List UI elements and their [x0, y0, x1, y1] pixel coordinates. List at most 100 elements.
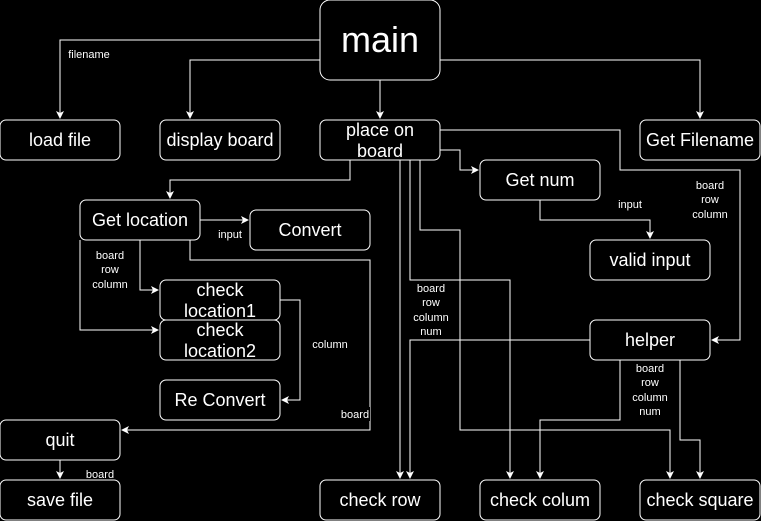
edge-label-board-save: board — [86, 469, 114, 481]
edge-label-bg — [82, 468, 118, 482]
node-check-location2-label-line1: check — [196, 320, 244, 340]
edge-helper-check-row — [406, 339, 590, 479]
node-place-on-board[interactable]: place on board — [319, 119, 441, 161]
node-helper-box — [589, 319, 711, 361]
edge-label-line: row — [422, 297, 440, 309]
node-check-location2-label-line2: location2 — [184, 341, 256, 361]
edge-main-display-board — [186, 59, 320, 119]
edge-label-filename: filename — [68, 49, 110, 61]
edge-label-line: row — [101, 264, 119, 276]
node-check-row-box — [319, 479, 441, 521]
node-check-square[interactable]: check square — [639, 479, 761, 521]
edge-label-line: board — [636, 363, 664, 375]
edges — [56, 39, 741, 479]
node-load-file-label: load file — [29, 130, 91, 150]
edge-label-input-convert: input — [218, 229, 242, 241]
edge-label-board-row-column-helper: board row column — [692, 180, 727, 221]
node-get-num[interactable]: Get num — [479, 159, 601, 201]
node-check-row[interactable]: check row — [319, 479, 441, 521]
node-save-file[interactable]: save file — [0, 479, 121, 521]
node-check-location1-label-line1: check — [196, 280, 244, 300]
node-valid-input[interactable]: valid input — [589, 239, 711, 281]
edge-label-column: column — [312, 339, 347, 351]
node-quit[interactable]: quit — [0, 419, 121, 461]
node-main[interactable]: main — [319, 0, 441, 81]
node-main-label: main — [341, 19, 419, 60]
node-helper[interactable]: helper — [589, 319, 711, 361]
edge-label-line: row — [641, 377, 659, 389]
edge-main-load-file — [56, 39, 320, 119]
node-get-filename-label: Get Filename — [646, 130, 754, 150]
edge-helper-check-colum — [536, 360, 621, 479]
edge-label-line: board — [417, 283, 445, 295]
edge-label-line: num — [420, 326, 441, 338]
node-check-location1-label-line2: location1 — [184, 301, 256, 321]
node-save-file-label: save file — [27, 490, 93, 510]
node-get-num-box — [479, 159, 601, 201]
edge-label-line: num — [639, 406, 660, 418]
edge-label-bg — [410, 282, 452, 337]
edge-label-bg — [214, 227, 246, 241]
edge-get-location-quit — [121, 240, 371, 434]
edge-get-location-check-location1 — [139, 240, 159, 294]
edge-get-location-check-location2 — [79, 240, 159, 334]
edge-label-line: column — [632, 392, 667, 404]
node-get-location-box — [79, 199, 201, 241]
edge-get-num-valid-input — [539, 200, 654, 239]
node-re-convert-box — [159, 379, 281, 421]
edge-label-board-row-column-location: board row column — [92, 250, 127, 291]
node-check-square-box — [639, 479, 761, 521]
node-convert[interactable]: Convert — [249, 209, 371, 251]
node-display-board-label: display board — [166, 130, 273, 150]
node-convert-box — [249, 209, 371, 251]
edge-label-bg — [88, 248, 134, 292]
node-convert-label: Convert — [278, 220, 341, 240]
edge-label-line: board — [696, 180, 724, 192]
node-check-colum[interactable]: check colum — [479, 479, 601, 521]
node-check-location2[interactable]: check location2 — [159, 319, 281, 361]
node-re-convert[interactable]: Re Convert — [159, 379, 281, 421]
node-valid-input-box — [589, 239, 711, 281]
node-check-location1[interactable]: check location1 — [159, 279, 281, 321]
edge-label-bg — [628, 362, 672, 418]
edge-main-get-filename — [440, 59, 704, 119]
edge-helper-check-square — [679, 360, 704, 479]
node-helper-label: helper — [625, 330, 675, 350]
edge-label-line: column — [92, 279, 127, 291]
node-display-board[interactable]: display board — [159, 119, 281, 161]
edge-label-board-row-column-num: board row column num — [413, 283, 448, 338]
node-display-board-box — [159, 119, 281, 161]
edge-label-line: column — [413, 312, 448, 324]
node-main-box — [319, 0, 441, 81]
edge-place-get-location — [166, 160, 351, 199]
edge-label-helper-out: board row column num — [632, 363, 667, 418]
node-valid-input-label: valid input — [609, 250, 690, 270]
node-check-colum-box — [479, 479, 601, 521]
node-load-file[interactable]: load file — [0, 119, 121, 161]
node-place-on-board-label-line2: board — [357, 141, 403, 161]
node-quit-label: quit — [45, 430, 74, 450]
edge-check-location1-re-convert — [280, 299, 301, 404]
node-get-num-label: Get num — [505, 170, 574, 190]
node-save-file-box — [0, 479, 121, 521]
node-place-on-board-label-line1: place on — [346, 120, 414, 140]
node-get-location[interactable]: Get location — [79, 199, 201, 241]
edge-label-input-get-num: input — [618, 199, 642, 211]
edge-label-bg — [336, 407, 370, 421]
node-quit-box — [0, 419, 121, 461]
node-get-filename-box — [639, 119, 761, 161]
edge-label-line: row — [701, 194, 719, 206]
node-check-colum-label: check colum — [490, 490, 590, 510]
edge-label-line: column — [692, 209, 727, 221]
node-check-row-label: check row — [339, 490, 421, 510]
node-check-square-label: check square — [646, 490, 753, 510]
node-get-location-label: Get location — [92, 210, 188, 230]
node-place-on-board-box — [319, 119, 441, 161]
edge-label-board-quit: board — [341, 409, 369, 421]
node-get-filename[interactable]: Get Filename — [639, 119, 761, 161]
node-load-file-box — [0, 119, 121, 161]
edge-label-line: board — [96, 250, 124, 262]
edge-place-check-square — [419, 160, 674, 479]
